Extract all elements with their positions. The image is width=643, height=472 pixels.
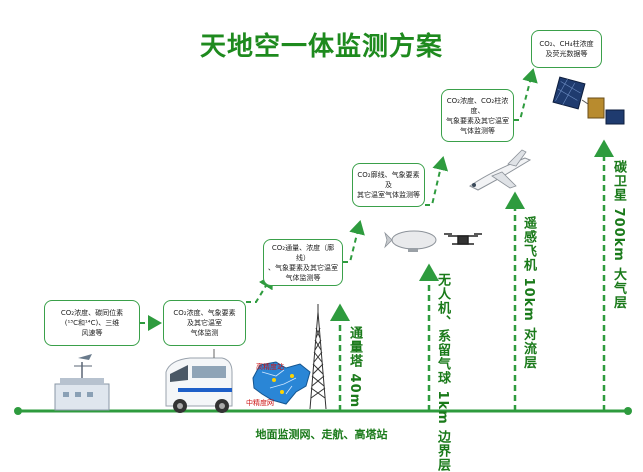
info-box-van: CO₂浓度、气象要素及其它温室气体监测 xyxy=(163,300,246,346)
aircraft-illustration xyxy=(469,149,532,191)
diagram-canvas xyxy=(14,68,632,415)
drone-illustration xyxy=(444,233,482,245)
info-box-satellite: CO₂、CH₄柱浓度及荧光数据等 xyxy=(531,30,602,68)
info-box-balloon: CO₂廓线、气象要素及其它温室气体监测等 xyxy=(352,163,425,207)
ground-line-right-dot xyxy=(624,407,632,415)
ground-line-left-dot xyxy=(14,407,22,415)
page-title: 天地空一体监测方案 xyxy=(199,32,443,62)
monitoring-van-illustration xyxy=(165,349,233,413)
airship-illustration xyxy=(384,230,437,252)
satellite-illustration xyxy=(552,76,625,125)
info-box-ground-station: CO₂浓度、碳同位素(¹³C和¹⁴C)、三维风速等 xyxy=(44,300,140,346)
monitoring-map-illustration xyxy=(252,361,311,405)
altitude-lines xyxy=(330,139,614,411)
info-box-flux-tower: CO₂通量、浓度（廓线）、气象要素及其它温室气体监测等 xyxy=(263,239,343,286)
map-tag-high-precision: 高精度站 xyxy=(256,363,284,371)
label-satellite: 碳卫星 700km 大气层 xyxy=(611,160,626,310)
flux-tower-illustration xyxy=(309,304,327,410)
ground-station-illustration xyxy=(54,354,110,411)
info-box-aircraft: CO₂浓度、CO₂柱浓度、气象要素及其它温室气体监测等 xyxy=(441,89,514,142)
label-flux-tower: 通量塔 40m xyxy=(347,326,362,409)
map-tag-mid-precision: 中精度网 xyxy=(246,399,274,407)
ground-label: 地面监测网、走航、高塔站 xyxy=(255,428,388,441)
label-boundary-layer: 无人机、系留气球 1km 边界层 xyxy=(435,273,450,472)
label-troposphere: 遥感飞机 10km 对流层 xyxy=(521,216,536,370)
